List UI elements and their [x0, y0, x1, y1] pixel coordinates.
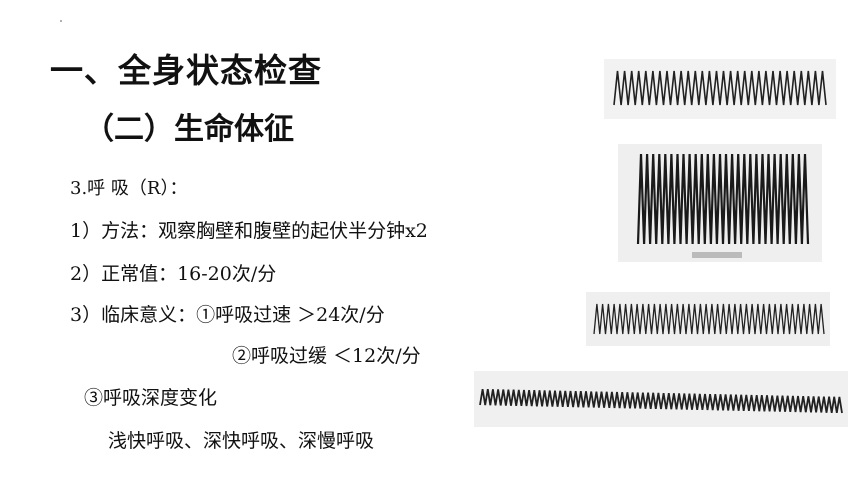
normal-value-text: 2）正常值：16-20次/分	[70, 263, 277, 285]
method-text: 1）方法：观察胸壁和腹壁的起伏半分钟x2	[70, 220, 428, 242]
waveform-trace	[593, 303, 825, 335]
tachypnea-waveform-image	[586, 292, 830, 346]
shallow-breathing-waveform-image	[474, 371, 848, 427]
waveform-trace	[479, 388, 843, 414]
rapid-breathing-waveform-image	[604, 59, 836, 119]
bradypnea-text: ②呼吸过缓 ＜12次/分	[232, 345, 421, 367]
deep-rapid-breathing-waveform-image	[618, 144, 822, 262]
faded-label	[692, 252, 742, 258]
respiration-heading: 3.呼 吸（R）：	[70, 178, 188, 199]
decorative-dot	[60, 20, 62, 22]
slide-title: 一、全身状态检查	[50, 51, 322, 90]
slide-subtitle: （二）生命体征	[84, 112, 294, 147]
waveform-trace	[636, 153, 810, 245]
depth-types-text: 浅快呼吸、深快呼吸、深慢呼吸	[108, 430, 375, 452]
waveform-trace	[613, 70, 827, 106]
clinical-significance-text: 3）临床意义：①呼吸过速 ＞24次/分	[70, 304, 385, 326]
depth-change-text: ③呼吸深度变化	[84, 387, 218, 409]
